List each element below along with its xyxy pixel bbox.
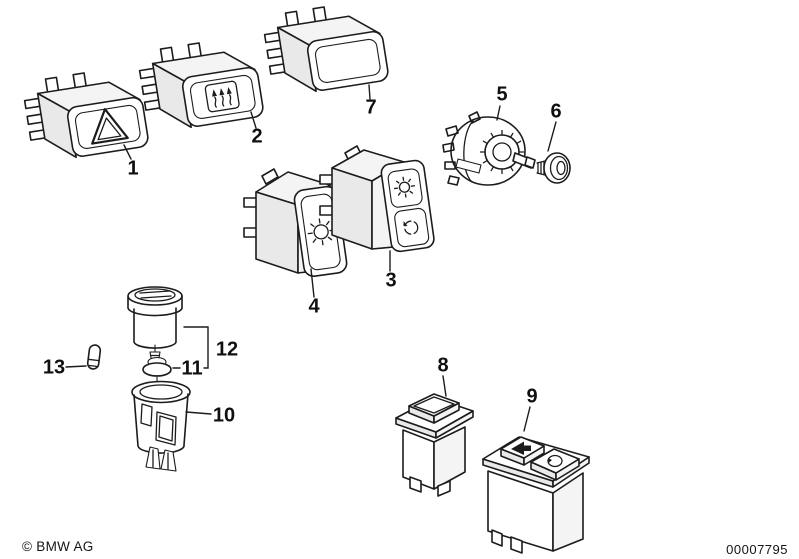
rotary-switch-part-5 [442, 111, 536, 186]
part-label-9: 9 [526, 385, 538, 408]
part-label-11: 11 [181, 357, 203, 380]
part-label-1: 1 [127, 157, 139, 180]
part-label-3: 3 [385, 269, 397, 292]
gear-detail [479, 129, 525, 175]
push-button-switch-part-8 [395, 393, 474, 497]
sun-switch-part-4 [243, 168, 348, 278]
leader-lines [65, 84, 557, 432]
drawing-number: 00007795 [726, 542, 788, 557]
heated-rear-window-icon [204, 80, 240, 113]
blank-switch-part-7 [261, 0, 391, 99]
knob-part-6 [536, 152, 571, 184]
lighter-socket-part-10 [131, 380, 191, 472]
defroster-switch-part-2 [136, 33, 266, 135]
sun-icon-small [393, 176, 416, 198]
bracket-part-12 [183, 326, 209, 369]
double-button-switch-part-3 [319, 145, 435, 253]
part-label-6: 6 [550, 100, 562, 123]
arrow-icon [511, 441, 531, 455]
part-label-7: 7 [365, 96, 377, 119]
part-label-4: 4 [308, 295, 320, 318]
part-label-10: 10 [212, 404, 236, 427]
hazard-switch-part-1 [21, 63, 151, 165]
copyright-text: © BMW AG [22, 539, 94, 554]
part-label-12: 12 [215, 338, 239, 361]
twin-button-switch-part-9 [482, 436, 590, 554]
part-label-13: 13 [42, 356, 66, 379]
hazard-triangle-icon [91, 108, 129, 145]
part-label-2: 2 [251, 125, 263, 148]
part-label-5: 5 [496, 83, 508, 106]
dial-icon [403, 220, 419, 235]
washer-part-11 [142, 356, 172, 388]
lighter-element-part-12 [127, 286, 183, 364]
part-label-8: 8 [437, 354, 449, 377]
bulb-part-13 [86, 344, 102, 370]
ring-icon [547, 454, 563, 468]
